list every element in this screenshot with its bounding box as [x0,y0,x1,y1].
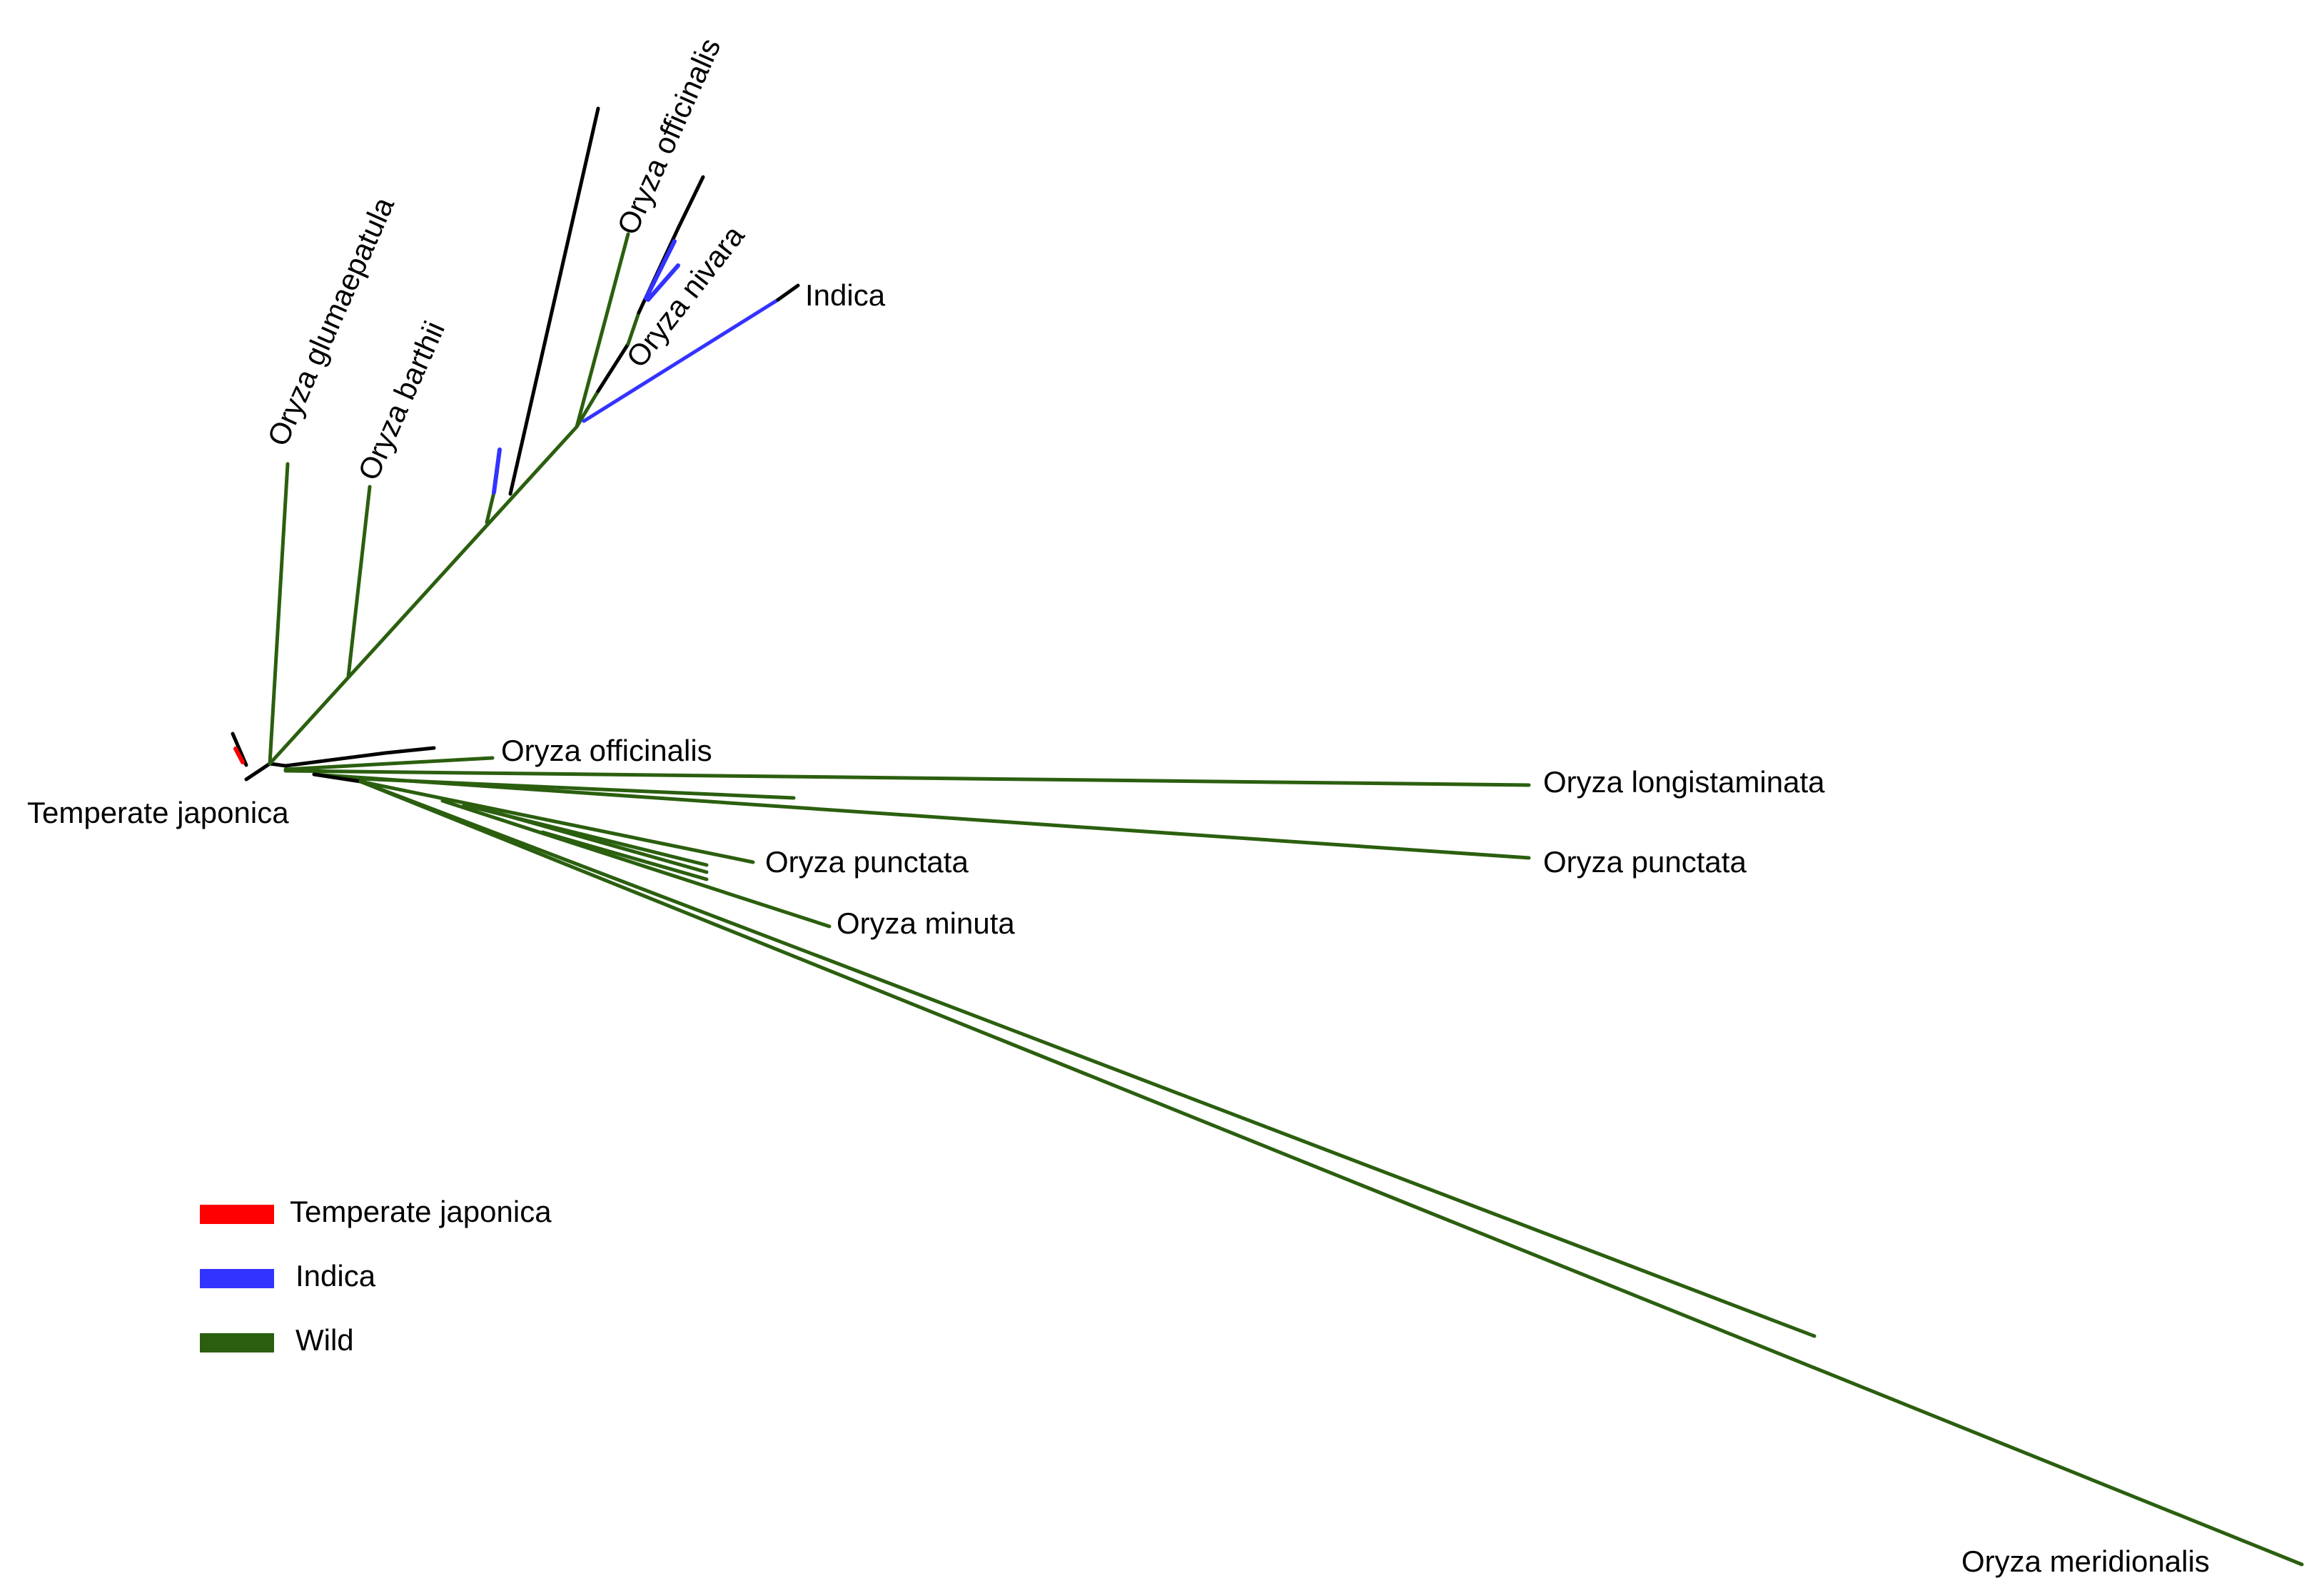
branch-glumaepatula [268,462,290,766]
branch-upper-backbone [268,425,579,766]
branch-indica-tip [776,283,800,302]
branch-temperate-black [231,732,248,767]
branch-meridionalis-b [358,779,2304,1567]
branch-indica-stub-green [485,490,496,525]
branch-officinalis-mid-black2 [383,746,436,755]
label-punctata-far: Oryza punctata [1543,845,1747,879]
branch-root-link [244,762,272,782]
tree-branches [231,106,2304,1567]
branch-nivara-mid-green [626,310,641,346]
label-meridionalis: Oryza meridionalis [1961,1544,2210,1578]
legend: Temperate japonica Indica Wild [200,1195,552,1357]
legend-label-wild: Wild [295,1323,354,1357]
branch-lower-black [312,772,363,784]
branch-nivara-base-green [575,389,600,429]
label-longistaminata: Oryza longistaminata [1543,765,1825,799]
label-temperate-japonica: Temperate japonica [27,796,289,829]
branch-nivara-blue-b [646,263,680,302]
branch-punctata-near [358,779,755,864]
label-punctata-near: Oryza punctata [765,845,969,879]
branch-nivara-blue-a [644,239,677,300]
legend-label-temperate-japonica: Temperate japonica [290,1195,552,1228]
branch-temperate-red [233,747,245,764]
branch-barthii [346,485,372,679]
branch-minuta [440,799,832,929]
legend-swatch-temperate-japonica [200,1205,274,1224]
legend-swatch-wild [200,1333,274,1352]
branch-officinalis-top [575,232,630,429]
legend-swatch-indica [200,1269,274,1288]
branch-indica [582,298,780,423]
branch-officinalis-mid [283,756,495,772]
legend-label-indica: Indica [295,1259,376,1293]
branch-minuta-2 [540,830,709,881]
branch-longistaminata [283,769,1531,787]
branch-indica-stub-blue [492,447,502,495]
label-indica: Indica [805,278,886,312]
branch-punctata-near-3 [497,811,709,874]
branch-root-stub [268,762,288,768]
label-minuta: Oryza minuta [837,906,1015,940]
branch-nivara-tip-black [676,175,705,231]
branch-officinalis-mid-black [283,751,388,768]
branch-nivara-base-black [596,342,630,393]
label-barthii: Oryza barthii [351,316,451,485]
label-nivara: Oryza nivara [620,218,751,373]
label-officinalis-mid: Oryza officinalis [501,734,712,767]
tip-labels: Temperate japonica Oryza glumaepatula Or… [27,33,2210,1578]
branch-meridionalis-a [358,779,1817,1338]
branch-long-black [508,106,600,496]
branch-punctata-far [312,772,1531,860]
label-officinalis-top: Oryza officinalis [610,33,727,239]
